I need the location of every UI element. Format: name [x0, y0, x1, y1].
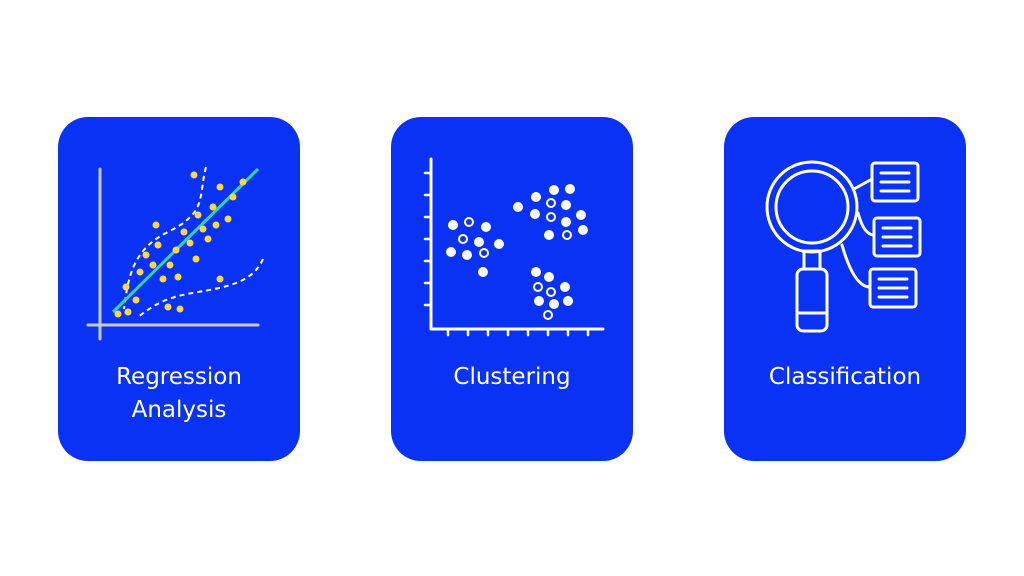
document-lines: [877, 171, 913, 299]
card-title-line-1: Regression: [116, 364, 242, 390]
connector-bottom: [840, 243, 872, 289]
card-title-line-2: Analysis: [131, 397, 227, 423]
magnifier-handle: [795, 267, 829, 333]
card-title-line-1: Classification: [768, 364, 922, 390]
magnifier-neck: [802, 249, 822, 271]
regression-line: [111, 167, 260, 314]
card-title: Clustering: [391, 361, 633, 394]
clustered-scatter-icon: [423, 157, 605, 337]
magnifier-with-documents-icon: [765, 160, 922, 333]
cluster-top-right: [513, 184, 588, 240]
card-title-line-1: Clustering: [453, 364, 571, 390]
data-points: [114, 171, 247, 318]
clustering-card: Clustering: [391, 117, 633, 461]
scatter-plot-regression-icon: [86, 166, 264, 341]
document-bottom: [868, 267, 918, 309]
magnifier-lens: [765, 160, 859, 254]
axis-ticks: [423, 171, 590, 337]
classification-card: Classification: [724, 117, 966, 461]
cluster-left: [446, 217, 504, 277]
cluster-bottom: [531, 267, 573, 320]
card-title: Classification: [724, 361, 966, 394]
card-title: Regression Analysis: [58, 361, 300, 427]
connector-middle: [856, 211, 876, 237]
upper-confidence-curve: [123, 166, 207, 310]
lower-confidence-curve: [137, 258, 264, 318]
connector-top: [852, 177, 874, 191]
document-middle: [872, 216, 922, 258]
magnifier-lens-inner: [774, 169, 850, 245]
document-top: [870, 161, 920, 203]
regression-analysis-card: Regression Analysis: [58, 117, 300, 461]
